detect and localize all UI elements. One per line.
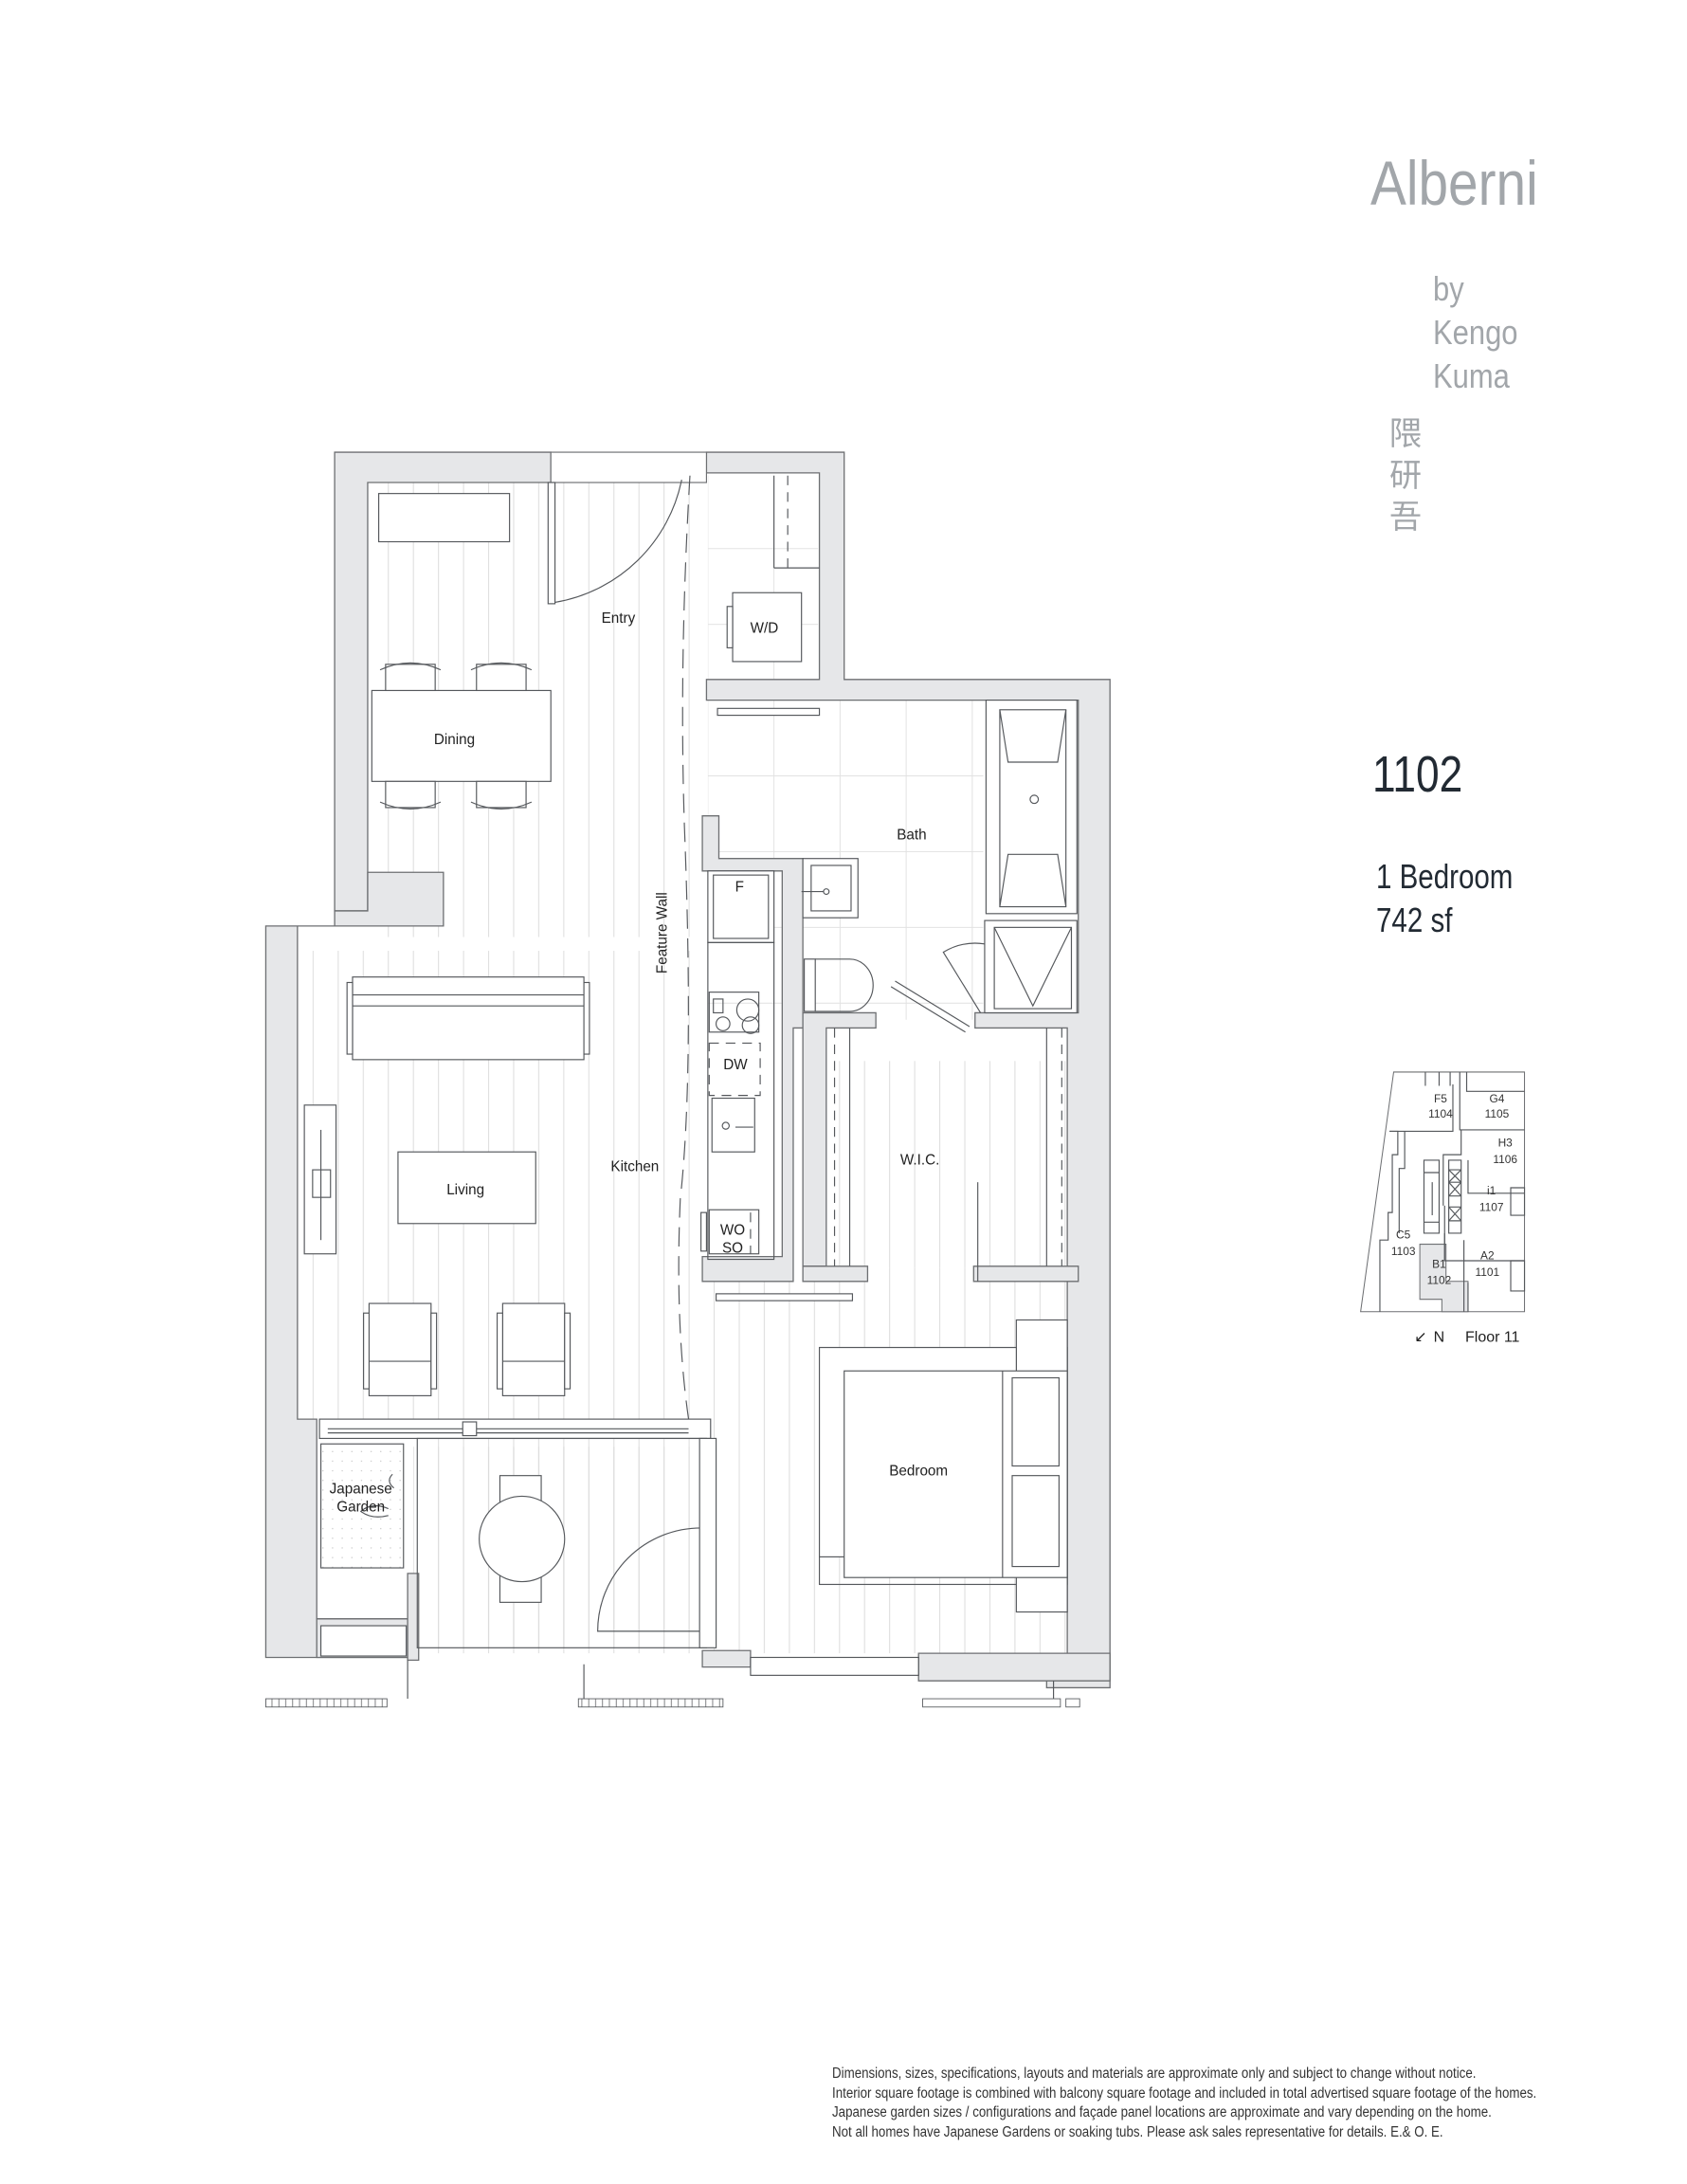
washer-dryer [726,475,820,663]
disclaimer-line: Dimensions, sizes, specifications, layou… [832,2066,1477,2082]
key-plan [1360,1071,1526,1313]
appliance-label-wall-oven: WO [720,1222,745,1238]
byline-by: by [1433,269,1464,308]
unit-summary: 1 Bedroom 742 sf [1376,855,1513,942]
byline-last-name: Kuma [1433,356,1510,395]
room-label-entry: Entry [602,610,636,627]
byline-first-name: Kengo [1433,313,1518,352]
key-unit-code: G4 [1490,1092,1505,1105]
disclaimer-line: Interior square footage is combined with… [832,2084,1537,2102]
unit-type: 1 Bedroom [1376,857,1514,896]
feature-wall-line [678,475,691,1420]
disclaimer: Dimensions, sizes, specifications, layou… [832,2065,1536,2142]
room-label-kitchen: Kitchen [610,1159,659,1175]
facade-railings [265,1660,1080,1708]
kanji-char: 研 [1389,457,1422,495]
unit-number: 1102 [1372,746,1463,803]
key-unit-number: 1105 [1485,1107,1510,1120]
japanese-garden [319,1443,405,1569]
key-unit-number: 1103 [1391,1245,1416,1258]
bath-pocket-door[interactable] [717,707,821,717]
north-label: N [1434,1330,1445,1346]
key-unit-code: A2 [1480,1249,1495,1263]
unit-area: 742 sf [1376,901,1453,939]
feature-wall-label: Feature Wall [654,892,670,974]
vanity-sink [801,858,859,919]
walls [264,451,1111,1689]
key-unit-number: 1102 [1427,1274,1452,1287]
north-arrow-icon: ↙ [1414,1328,1426,1346]
appliance-label-dishwasher: DW [723,1057,748,1073]
key-unit-code: C5 [1396,1228,1411,1242]
walk-in-closet [716,1028,1062,1301]
console-table [378,493,511,543]
garden-label-line1: Japanese [330,1482,392,1498]
room-label-wic: W.I.C. [900,1152,940,1168]
bedroom-window [750,1656,919,1676]
balcony [319,1437,717,1657]
architect-kanji: 隈 研 吾 [1389,413,1427,538]
living-furniture [303,976,590,1396]
appliance-label-wd: W/D [751,620,779,636]
toilet [804,958,874,1012]
room-label-living: Living [446,1182,484,1198]
bed [818,1319,1068,1613]
room-label-bath: Bath [897,827,926,843]
room-label-bedroom: Bedroom [889,1464,948,1480]
garden-label-line2: Garden [336,1499,385,1515]
soaking-tub [985,700,1078,915]
appliance-label-steam-oven: SO [722,1240,743,1256]
floor-label: Floor 11 [1465,1330,1520,1346]
key-unit-number: 1106 [1493,1153,1517,1166]
key-unit-number: 1101 [1476,1265,1500,1279]
shower [942,919,1078,1014]
disclaimer-line: Japanese garden sizes / configurations a… [832,2104,1492,2120]
key-unit-number: 1104 [1428,1107,1453,1120]
kitchen-run [700,870,775,1261]
disclaimer-line: Not all homes have Japanese Gardens or s… [832,2123,1443,2140]
key-unit-code: H3 [1498,1136,1514,1149]
appliance-label-fridge: F [735,880,744,896]
key-unit-number: 1107 [1479,1201,1504,1214]
key-unit-code: i1 [1487,1184,1497,1197]
key-unit-code: B1 [1432,1257,1446,1270]
room-label-dining: Dining [434,732,475,748]
bath-door[interactable] [890,980,970,1033]
architect-credit: by Kengo Kuma [1433,267,1518,398]
key-plan-labels: F5 1104 G4 1105 H3 1106 i1 1107 C5 1103 … [1391,1092,1518,1287]
dining-set [371,662,552,810]
balcony-sliding-door[interactable] [318,1418,712,1440]
kanji-char: 吾 [1389,499,1422,537]
project-title: Alberni [1370,148,1538,218]
kanji-char: 隈 [1389,415,1422,453]
key-unit-code: F5 [1434,1092,1447,1105]
entry-door[interactable] [547,451,708,605]
